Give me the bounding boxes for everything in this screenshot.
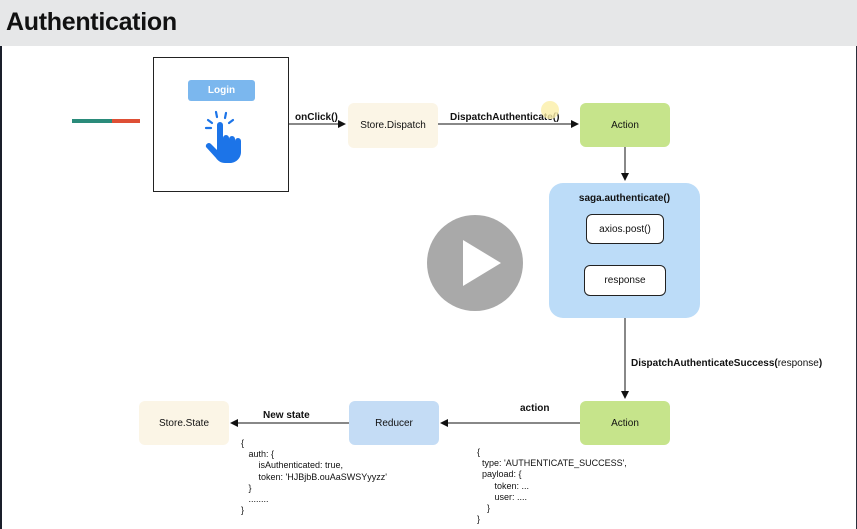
label-action: action [520,403,550,414]
left-edge [0,46,2,529]
node-response: response [584,265,666,296]
node-saga-authenticate: saga.authenticate() [549,183,700,318]
code-action-payload: { type: 'AUTHENTICATE_SUCCESS', payload:… [477,447,627,525]
label-new-state: New state [263,410,310,421]
page-title: Authentication [6,8,177,36]
decor-line-teal [72,119,112,123]
node-store-state: Store.State [139,401,229,445]
node-action-top: Action [580,103,670,147]
header-bar: Authentication [0,0,857,46]
login-preview-frame: Login [153,57,289,192]
label-dispatch-success-name: DispatchAuthenticateSuccess( [631,358,778,369]
node-axios-post: axios.post() [586,214,664,244]
label-onclick: onClick() [295,112,338,123]
code-new-state: { auth: { isAuthenticated: true, token: … [241,438,387,516]
saga-title: saga.authenticate() [578,193,671,204]
node-action-bottom: Action [580,401,670,445]
node-store-dispatch: Store.Dispatch [348,103,438,148]
node-reducer: Reducer [349,401,439,445]
cursor-highlight [541,101,559,119]
label-dispatch-success: DispatchAuthenticateSuccess(response) [631,358,822,369]
label-dispatch-success-close: ) [818,358,823,369]
label-dispatch-authenticate: DispatchAuthenticate() [450,112,560,123]
play-triangle[interactable] [463,240,501,286]
login-button[interactable]: Login [188,80,255,101]
tap-hand-icon [204,110,241,163]
label-dispatch-success-arg: response [777,358,819,369]
decor-line-red [112,119,140,123]
